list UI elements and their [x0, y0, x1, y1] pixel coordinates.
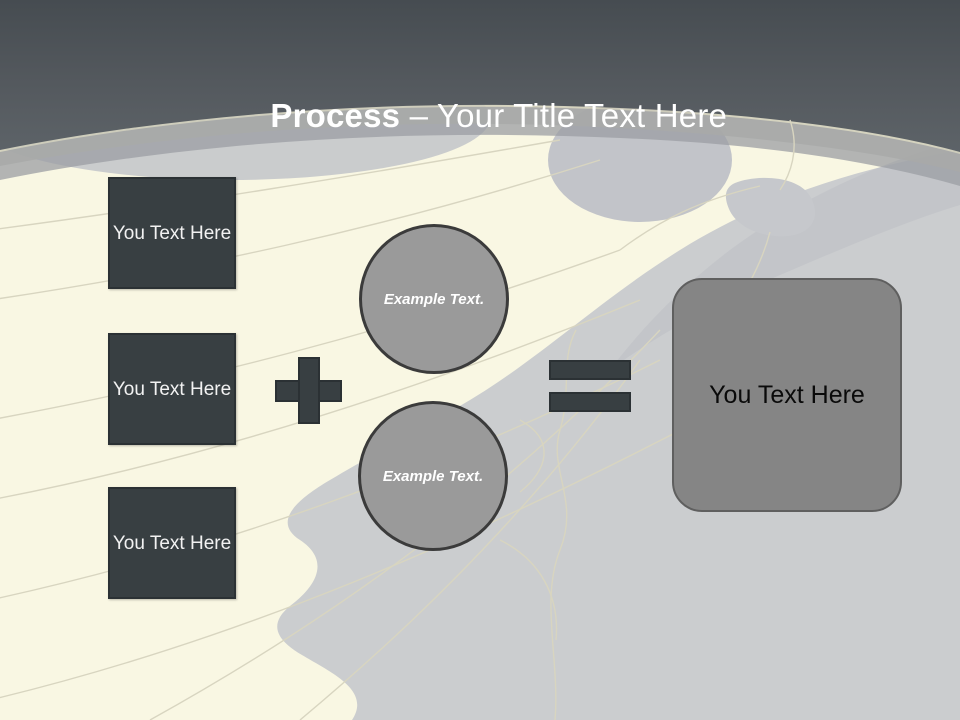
result-box-label: You Text Here — [709, 381, 865, 409]
example-circle-2[interactable]: Example Text. — [358, 401, 508, 551]
equals-icon-bottom-bar — [549, 392, 631, 412]
slide-title: Process – Your Title Text Here — [0, 50, 960, 182]
input-box-2[interactable]: You Text Here — [108, 333, 236, 445]
plus-icon-center-fill — [300, 382, 317, 399]
input-box-3[interactable]: You Text Here — [108, 487, 236, 599]
input-box-3-label: You Text Here — [112, 532, 232, 554]
example-circle-1[interactable]: Example Text. — [359, 224, 509, 374]
input-box-1-label: You Text Here — [112, 222, 232, 244]
example-circle-1-label: Example Text. — [383, 290, 485, 308]
plus-icon — [275, 357, 342, 424]
input-box-2-label: You Text Here — [112, 378, 232, 400]
slide-title-light: Your Title Text Here — [436, 97, 728, 134]
slide-title-separator: – — [400, 97, 437, 134]
example-circle-2-label: Example Text. — [382, 467, 484, 485]
equals-icon-top-bar — [549, 360, 631, 380]
slide-title-strong: Process — [270, 97, 401, 134]
input-box-1[interactable]: You Text Here — [108, 177, 236, 289]
result-box[interactable]: You Text Here — [672, 278, 902, 512]
equals-icon — [549, 360, 631, 412]
